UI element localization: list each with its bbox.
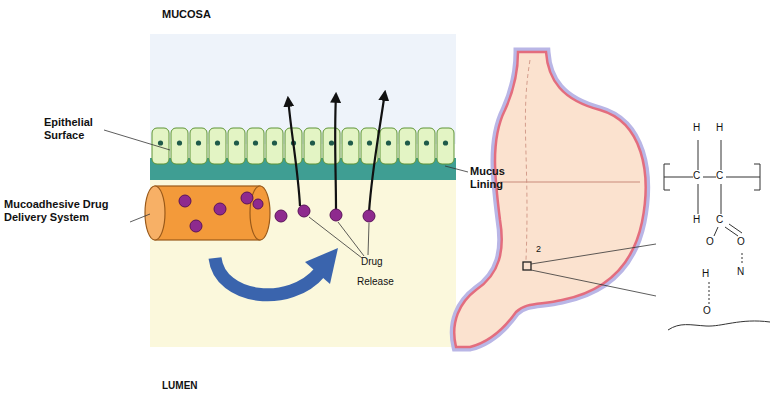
cell-nucleus xyxy=(234,140,239,145)
region-label: MUCOSA xyxy=(162,8,211,21)
cell-nucleus xyxy=(386,140,391,145)
atom-symbol: H xyxy=(716,122,723,134)
lumen-ground xyxy=(150,165,456,347)
cell-nucleus xyxy=(443,140,448,145)
epithelial-cell xyxy=(266,128,283,164)
epithelial-cell xyxy=(247,128,264,164)
stomach xyxy=(454,52,656,347)
cell-nucleus xyxy=(215,140,220,145)
leader-line xyxy=(445,166,468,172)
atom-symbol: H xyxy=(693,122,700,134)
polymer-structure xyxy=(664,140,770,330)
epithelial-cell xyxy=(171,128,188,164)
epithelial-cell xyxy=(190,128,207,164)
drug-leaders xyxy=(309,217,369,258)
cell-nucleus xyxy=(272,140,277,145)
epithelial-cell xyxy=(152,128,169,164)
epithelial-cell xyxy=(304,128,321,164)
cell-nucleus xyxy=(158,140,163,145)
atom-symbol: O xyxy=(737,236,745,248)
epithelial-cell xyxy=(380,128,397,164)
epithelial-cell xyxy=(418,128,435,164)
atom-symbol: O xyxy=(703,305,711,317)
cell-nucleus xyxy=(348,140,353,145)
cell-nucleus xyxy=(253,140,258,145)
part-label: Epithelial Surface xyxy=(44,116,116,141)
part-label: Release xyxy=(357,276,394,288)
mucoadhesive-cylinder xyxy=(145,186,270,240)
atom-symbol: N xyxy=(737,266,744,278)
cell-nucleus xyxy=(196,140,201,145)
epithelial-cell xyxy=(209,128,226,164)
cell-nucleus xyxy=(367,140,372,145)
part-label: Drug xyxy=(361,256,383,268)
release-cycle-arrow xyxy=(215,248,338,295)
leader-line xyxy=(130,214,150,222)
cell-nucleus xyxy=(405,140,410,145)
epithelial-cells xyxy=(152,128,454,164)
atom-symbol: O xyxy=(706,236,714,248)
part-label: Mucus Lining xyxy=(470,165,530,190)
cell-nucleus xyxy=(177,140,182,145)
part-label: Mucoadhesive Drug Delivery System xyxy=(4,198,122,223)
atom-symbol: C xyxy=(716,170,723,182)
cell-nucleus xyxy=(329,140,334,145)
atom-symbol: H xyxy=(702,268,709,280)
atom-symbol: H xyxy=(693,214,700,226)
atom-symbol: C xyxy=(716,214,723,226)
epithelial-cell xyxy=(323,128,340,164)
epithelial-cell xyxy=(228,128,245,164)
release-arrows xyxy=(288,92,385,212)
leader-line xyxy=(104,130,170,150)
epithelial-cell xyxy=(437,128,454,164)
cell-nucleus xyxy=(424,140,429,145)
drug-particles xyxy=(179,192,375,232)
epithelial-cell xyxy=(399,128,416,164)
region-label: LUMEN xyxy=(162,380,198,392)
cell-nucleus xyxy=(310,140,315,145)
atom-symbol: C xyxy=(693,170,700,182)
callout-number: 2 xyxy=(536,244,541,254)
epithelial-cell xyxy=(342,128,359,164)
